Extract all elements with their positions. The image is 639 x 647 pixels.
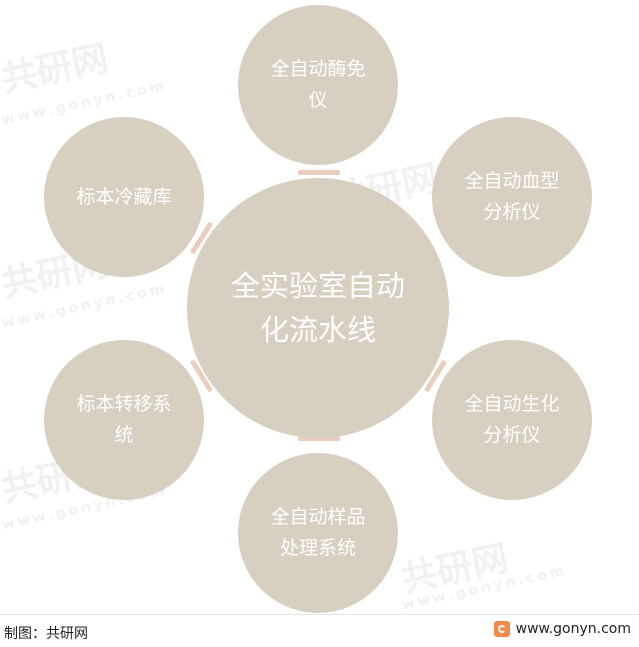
gonyn-logo-icon [493, 621, 510, 637]
node-bottom: 全自动样品 处理系统 [238, 453, 398, 613]
node-top-line-1: 全自动酶免 [270, 58, 366, 80]
connector-top [298, 170, 340, 175]
node-bottom-line-2: 处理系统 [279, 537, 356, 559]
node-top-left-line-1: 标本冷藏库 [76, 185, 172, 208]
watermark-cn: 共研网 [397, 538, 512, 601]
node-bottom-left-line-2: 统 [114, 424, 134, 446]
node-bottom-left-line-1: 标本转移系 [76, 393, 172, 415]
node-top-left: 标本冷藏库 [44, 117, 204, 277]
watermark-en: www.gonyn.com [400, 562, 569, 614]
center-line-1: 全实验室自动 [230, 269, 405, 303]
center-line-2: 化流水线 [259, 313, 376, 347]
footer-source: 制图：共研网 [4, 626, 88, 642]
node-top-right-line-1: 全自动血型 [464, 170, 560, 192]
node-top-right-line-2: 分析仪 [483, 201, 541, 223]
connector-bottom [298, 436, 340, 441]
node-top: 全自动酶免 仪 [238, 5, 398, 165]
node-top-line-2: 仪 [308, 89, 328, 111]
node-bottom-right: 全自动生化 分析仪 [432, 340, 592, 500]
node-bottom-right-line-1: 全自动生化 [464, 393, 560, 415]
node-top-right: 全自动血型 分析仪 [432, 117, 592, 277]
watermark-cn: 共研网 [0, 38, 112, 101]
node-bottom-line-1: 全自动样品 [270, 506, 366, 528]
footer-divider [0, 614, 639, 615]
node-bottom-left: 标本转移系 统 [44, 340, 204, 500]
footer-website-text[interactable]: www.gonyn.com [515, 621, 631, 637]
footer-website[interactable]: www.gonyn.com [493, 621, 631, 637]
center-node: 全实验室自动 化流水线 [187, 178, 449, 438]
watermark-en: www.gonyn.com [0, 280, 169, 332]
node-bottom-right-line-2: 分析仪 [483, 424, 541, 446]
